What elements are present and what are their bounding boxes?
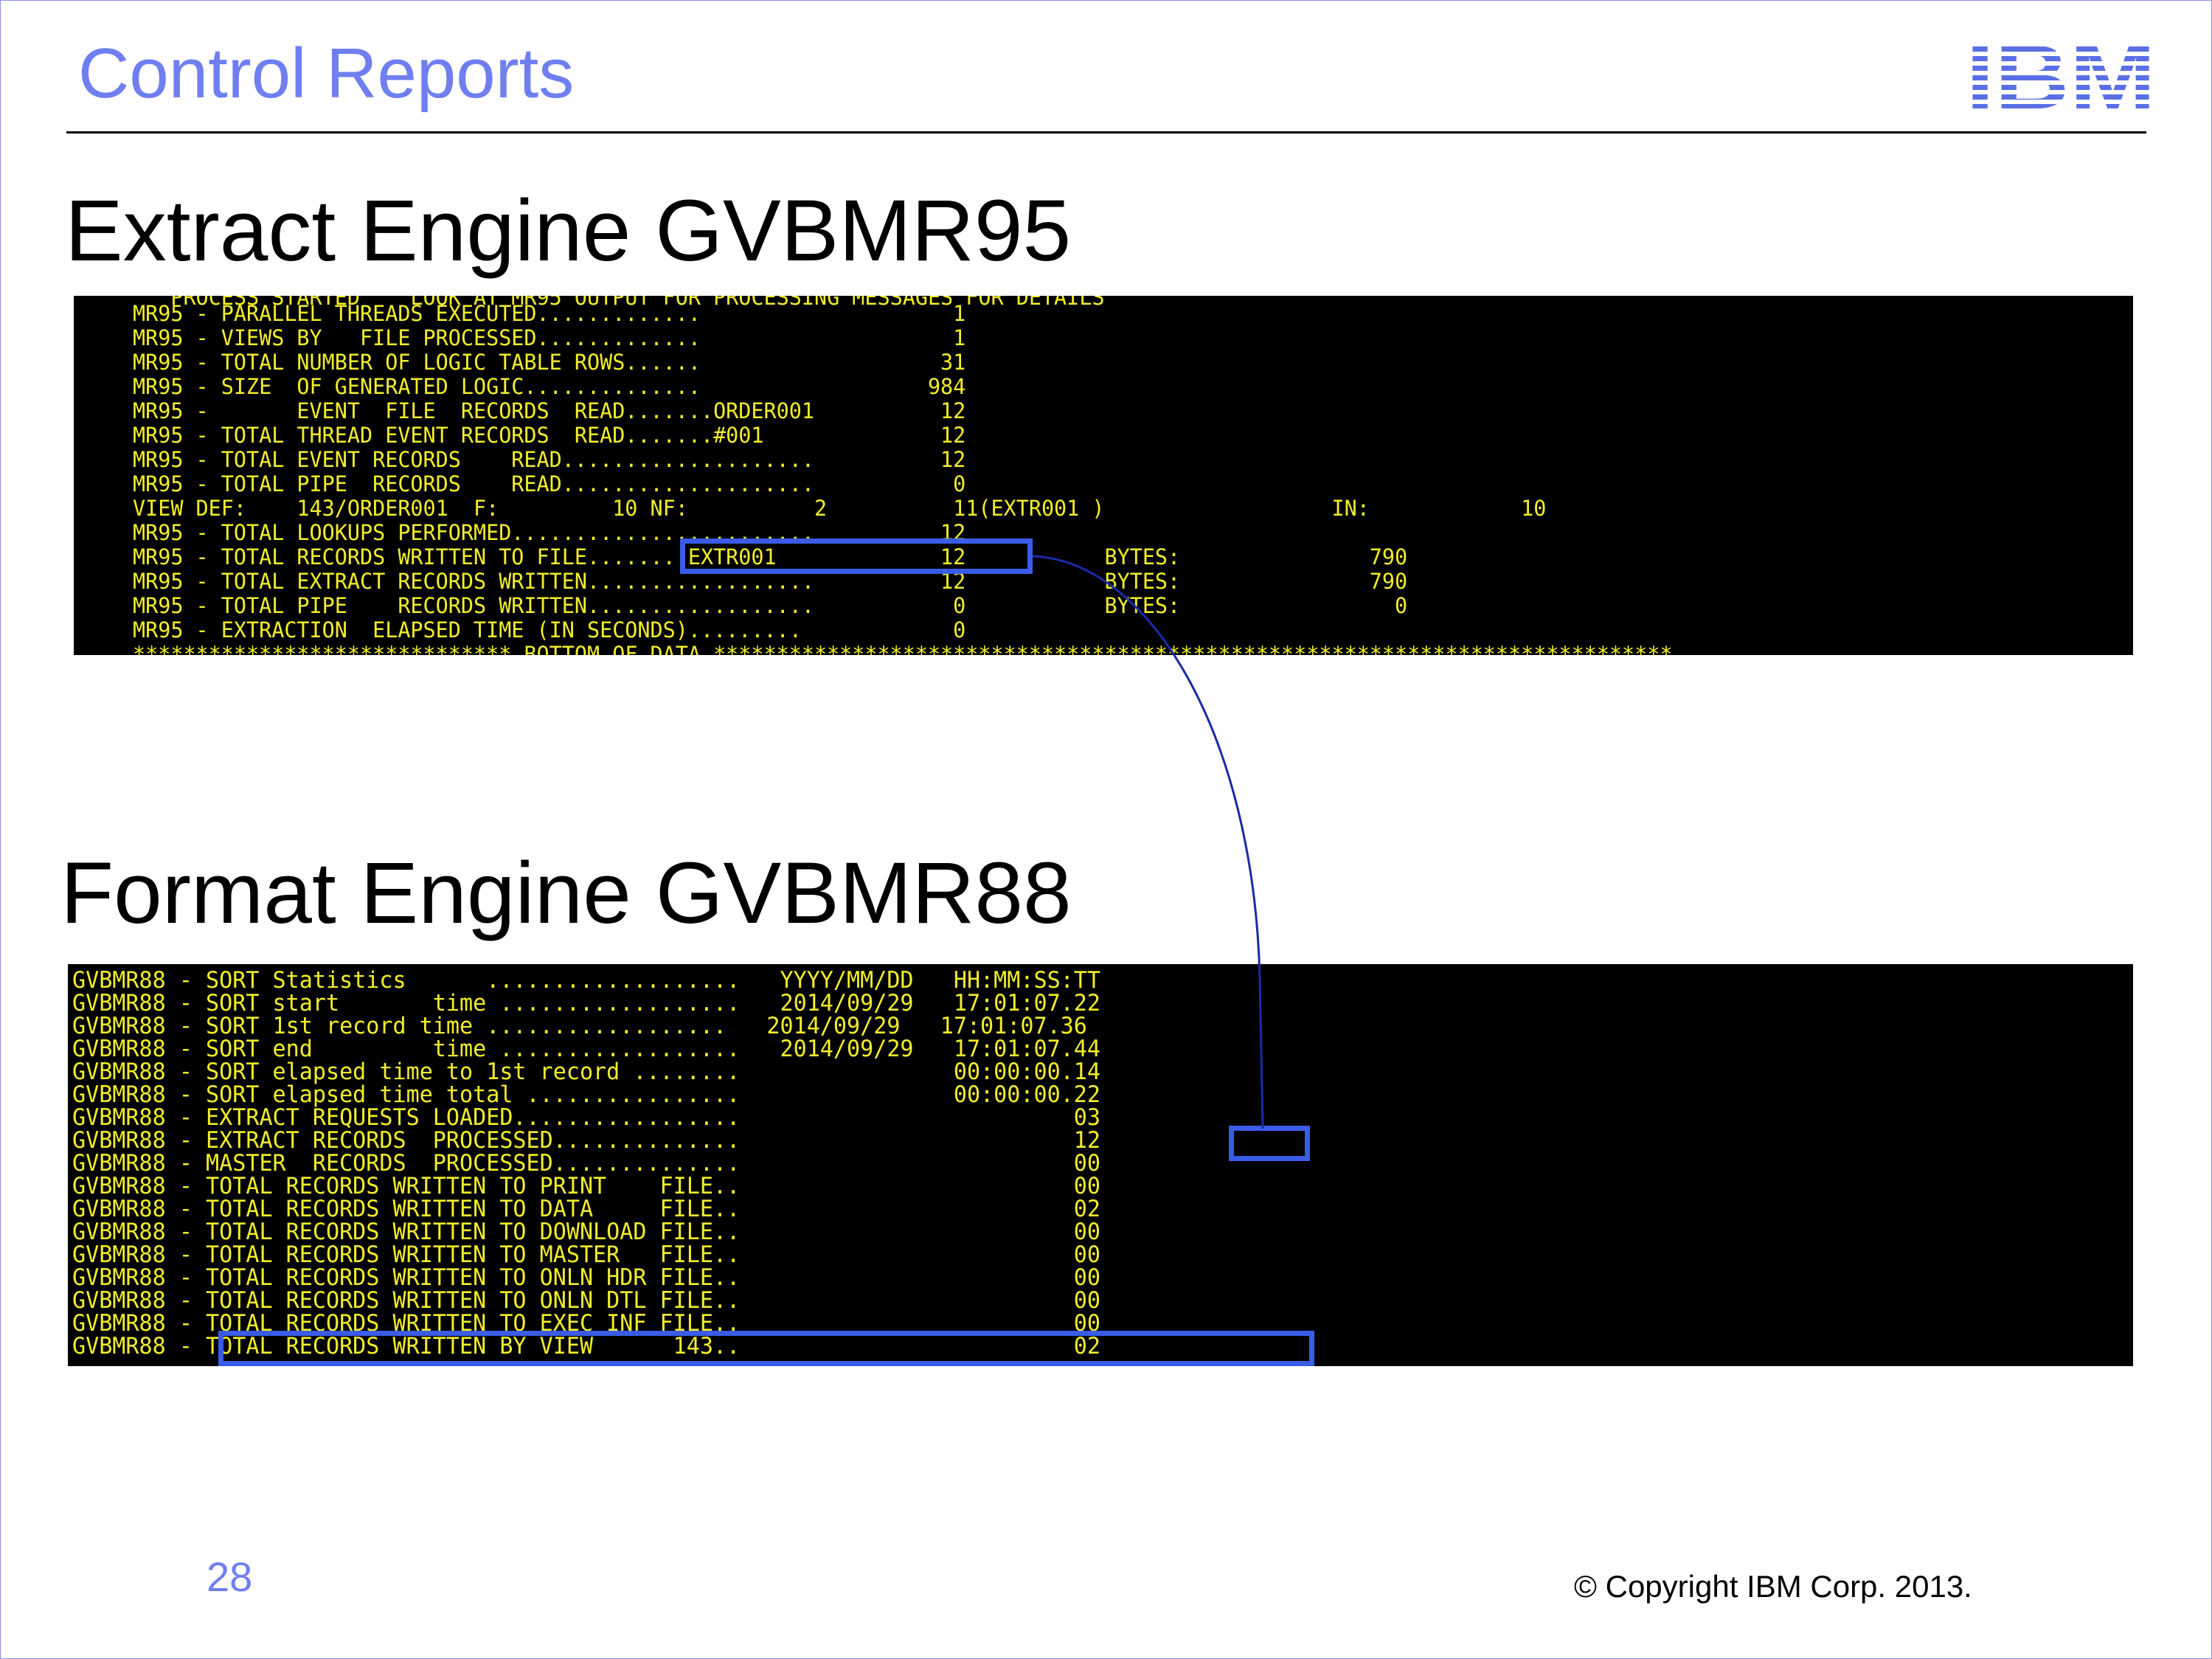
terminal-line: MR95 - TOTAL THREAD EVENT RECORDS READ..… xyxy=(133,423,966,448)
format-engine-terminal: GVBMR88 - SORT Statistics ..............… xyxy=(68,964,2133,1366)
terminal-line: GVBMR88 - SORT end time ................… xyxy=(72,1036,1100,1062)
terminal-line: GVBMR88 - TOTAL RECORDS WRITTEN BY VIEW … xyxy=(72,1333,1100,1360)
terminal-line: MR95 - TOTAL PIPE RECORDS READ..........… xyxy=(133,471,966,496)
terminal-line: GVBMR88 - TOTAL RECORDS WRITTEN TO ONLN … xyxy=(72,1264,1100,1291)
terminal-line: GVBMR88 - EXTRACT RECORDS PROCESSED.....… xyxy=(72,1127,1100,1154)
terminal-line: GVBMR88 - TOTAL RECORDS WRITTEN TO DATA … xyxy=(72,1196,1100,1222)
terminal-line: GVBMR88 - TOTAL RECORDS WRITTEN TO DOWNL… xyxy=(72,1219,1100,1245)
title-divider xyxy=(66,131,2146,134)
extract-engine-terminal: PROCESS STARTED LOOK AT MR95 OUTPUT FOR … xyxy=(74,296,2133,655)
copyright-notice: © Copyright IBM Corp. 2013. xyxy=(1574,1569,1972,1604)
terminal-line: GVBMR88 - SORT elapsed time total ......… xyxy=(72,1081,1100,1108)
format-engine-heading: Format Engine GVBMR88 xyxy=(60,845,1072,942)
terminal-line: MR95 - EXTRACTION ELAPSED TIME (IN SECON… xyxy=(133,617,966,643)
terminal-line: GVBMR88 - SORT start time ..............… xyxy=(72,990,1100,1016)
terminal-line: MR95 - PARALLEL THREADS EXECUTED........… xyxy=(133,301,966,326)
terminal-line: PROCESS STARTED LOOK AT MR95 OUTPUT FOR … xyxy=(133,296,1105,310)
terminal-line: MR95 - TOTAL EVENT RECORDS READ.........… xyxy=(133,447,966,472)
terminal-line: MR95 - EVENT FILE RECORDS READ.......ORD… xyxy=(133,398,966,423)
terminal-line: GVBMR88 - TOTAL RECORDS WRITTEN TO MASTE… xyxy=(72,1241,1100,1268)
terminal-line: GVBMR88 - SORT elapsed time to 1st recor… xyxy=(72,1059,1100,1085)
terminal-line: MR95 - TOTAL LOOKUPS PERFORMED..........… xyxy=(133,520,966,545)
terminal-line: ****************************** BOTTOM OF… xyxy=(133,642,1673,656)
terminal-line: GVBMR88 - TOTAL RECORDS WRITTEN TO PRINT… xyxy=(72,1173,1100,1199)
terminal-line: GVBMR88 - MASTER RECORDS PROCESSED......… xyxy=(72,1150,1100,1177)
extract-engine-heading: Extract Engine GVBMR95 xyxy=(65,182,1072,280)
slide-title: Control Reports xyxy=(78,34,575,113)
terminal-line: GVBMR88 - SORT Statistics ..............… xyxy=(72,967,1100,994)
format-view-highlight-box xyxy=(218,1331,1314,1366)
terminal-line: MR95 - SIZE OF GENERATED LOGIC..........… xyxy=(133,374,966,399)
page-number: 28 xyxy=(207,1554,253,1600)
format-processed-highlight-box xyxy=(1229,1126,1310,1161)
terminal-line: MR95 - TOTAL NUMBER OF LOGIC TABLE ROWS.… xyxy=(133,350,966,375)
terminal-line: MR95 - VIEWS BY FILE PROCESSED..........… xyxy=(133,325,966,350)
terminal-line: GVBMR88 - SORT 1st record time .........… xyxy=(72,1013,1087,1039)
terminal-line: VIEW DEF: 143/ORDER001 F: 10 NF: 2 11(EX… xyxy=(133,496,1547,521)
ibm-logo: IBM xyxy=(1966,37,2156,117)
terminal-line: MR95 - TOTAL PIPE RECORDS WRITTEN.......… xyxy=(133,593,1408,618)
terminal-line: MR95 - TOTAL RECORDS WRITTEN TO FILE....… xyxy=(133,544,1408,569)
terminal-line: MR95 - TOTAL EXTRACT RECORDS WRITTEN....… xyxy=(133,569,1408,594)
ibm-logo-text: IBM xyxy=(1966,37,2156,117)
terminal-line: GVBMR88 - EXTRACT REQUESTS LOADED.......… xyxy=(72,1104,1100,1131)
extract-highlight-box xyxy=(680,538,1033,574)
terminal-line: GVBMR88 - TOTAL RECORDS WRITTEN TO ONLN … xyxy=(72,1287,1100,1314)
